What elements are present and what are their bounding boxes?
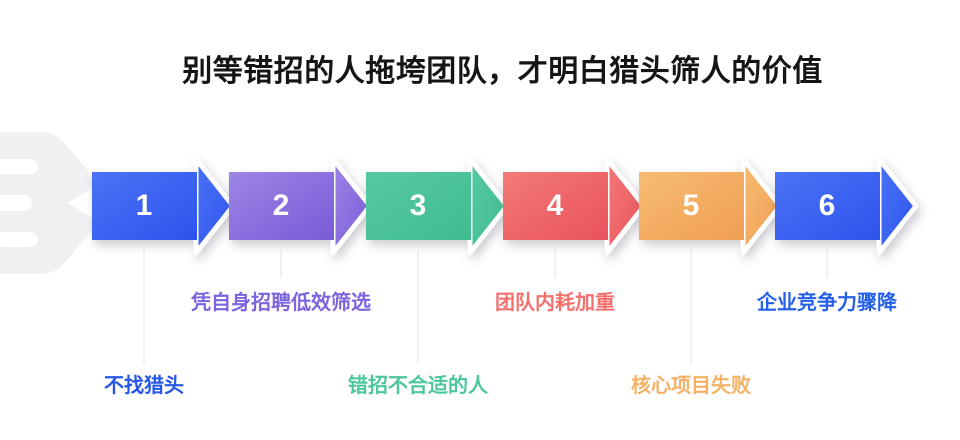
step-2: 2 [229, 156, 379, 256]
step-label-4: 团队内耗加重 [495, 292, 615, 314]
connector-line-4 [554, 250, 556, 278]
arrow-shape-5 [639, 156, 783, 256]
step-6: 6 [775, 156, 925, 256]
step-number-2: 2 [272, 189, 290, 222]
arrow-shape-1 [92, 156, 236, 256]
step-number-3: 3 [409, 189, 427, 222]
connector-line-2 [280, 250, 282, 278]
arrow-shape-6 [775, 156, 919, 256]
connector-line-1 [143, 250, 145, 364]
step-label-5: 核心项目失败 [631, 375, 751, 397]
arrow-shape-4 [503, 156, 647, 256]
step-label-6: 企业竞争力骤降 [757, 292, 897, 314]
step-3: 3 [366, 156, 516, 256]
page-title: 别等错招的人拖垮团队，才明白猎头筛人的价值 [182, 55, 823, 88]
arrow-shape-3 [366, 156, 510, 256]
step-number-4: 4 [546, 189, 564, 222]
step-number-5: 5 [682, 189, 700, 222]
step-5: 5 [639, 156, 789, 256]
step-label-2: 凭自身招聘低效筛选 [191, 292, 371, 314]
step-number-6: 6 [818, 189, 836, 222]
step-label-1: 不找猎头 [104, 375, 184, 397]
step-number-1: 1 [135, 189, 153, 222]
step-label-3: 错招不合适的人 [348, 375, 488, 397]
merge-lines-icon [0, 132, 95, 274]
arrow-shape-2 [229, 156, 373, 256]
connector-line-3 [417, 250, 419, 364]
step-4: 4 [503, 156, 653, 256]
step-1: 1 [92, 156, 242, 256]
connector-line-6 [826, 250, 828, 278]
connector-line-5 [690, 250, 692, 364]
